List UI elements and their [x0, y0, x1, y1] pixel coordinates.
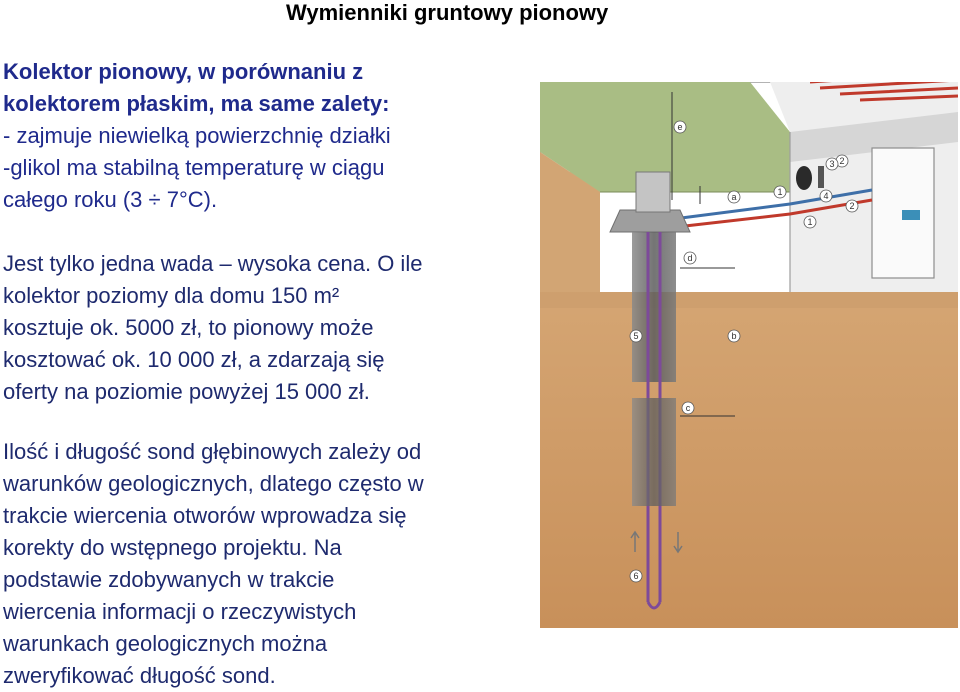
pump-fitting: [818, 166, 824, 188]
label-1b: 1: [803, 215, 817, 229]
borehole-cap: [635, 171, 671, 213]
label-1: 1: [773, 185, 787, 199]
svg-text:2: 2: [839, 156, 844, 166]
intro-block: Kolektor pionowy, w porównaniu z kolekto…: [3, 56, 538, 216]
intro-line-3: całego roku (3 ÷ 7°C).: [3, 187, 218, 212]
probe-line-4: korekty do wstępnego projektu. Na: [3, 535, 342, 560]
page-title: Wymienniki gruntowy pionowy: [286, 0, 609, 25]
label-c: c: [681, 401, 695, 415]
flow-up-arrow-icon: [630, 530, 640, 552]
probe-line-7: warunkach geologicznych można: [3, 631, 328, 656]
intro-heading-line-1: Kolektor pionowy, w porównaniu z: [3, 59, 364, 84]
probe-bottom-loop: [646, 601, 662, 610]
svg-text:a: a: [731, 192, 736, 202]
soil-body: [540, 172, 958, 628]
probe-lower-casing: [632, 398, 676, 506]
probe-line-8: zweryfikować długość sond.: [3, 663, 276, 688]
svg-text:3: 3: [829, 159, 834, 169]
label-b: b: [727, 329, 741, 343]
svg-text:d: d: [687, 253, 692, 263]
house-shelf: [790, 112, 958, 162]
soil-layer-line: [540, 292, 958, 308]
svg-text:4: 4: [823, 191, 828, 201]
svg-text:b: b: [731, 331, 736, 341]
probe-paragraph: Ilość i długość sond głębinowych zależy …: [3, 436, 538, 692]
svg-text:e: e: [677, 122, 682, 132]
svg-text:5: 5: [633, 331, 638, 341]
label-2: 2: [835, 154, 849, 168]
label-4: 4: [819, 189, 833, 203]
probe-line-5: podstawie zdobywanych w trakcie: [3, 567, 335, 592]
grass-surface: [540, 82, 790, 192]
label-a: a: [727, 190, 741, 204]
cost-paragraph: Jest tylko jedna wada – wysoka cena. O i…: [3, 248, 538, 408]
borehole-head: [609, 209, 691, 233]
svg-text:1: 1: [777, 187, 782, 197]
heat-pump-display: [902, 210, 920, 220]
soil-front-face: [540, 152, 600, 292]
label-6: 6: [629, 569, 643, 583]
cost-line-3: kosztuje ok. 5000 zł, to pionowy może: [3, 315, 374, 340]
floor-heating-pipes: [810, 82, 958, 102]
cost-line-2: kolektor poziomy dla domu 150 m²: [3, 283, 340, 308]
cost-line-5: oferty na poziomie powyżej 15 000 zł.: [3, 379, 370, 404]
svg-text:2: 2: [849, 201, 854, 211]
probe-line-6: wiercenia informacji o rzeczywistych: [3, 599, 357, 624]
svg-text:1: 1: [807, 217, 812, 227]
probe-line-2: warunków geologicznych, dlatego często w: [3, 471, 424, 496]
intro-line-1: - zajmuje niewielką powierzchnię działki: [3, 123, 391, 148]
probe-line-1: Ilość i długość sond głębinowych zależy …: [3, 439, 422, 464]
cost-line-4: kosztować ok. 10 000 zł, a zdarzają się: [3, 347, 385, 372]
label-5: 5: [629, 329, 643, 343]
label-2b: 2: [845, 199, 859, 213]
cost-line-1: Jest tylko jedna wada – wysoka cena. O i…: [3, 251, 423, 276]
expansion-vessel: [796, 166, 812, 190]
label-d: d: [683, 251, 697, 265]
return-pipe: [649, 198, 873, 232]
intro-line-2: -glikol ma stabilną temperaturę w ciągu: [3, 155, 385, 180]
supply-pipe: [649, 188, 873, 224]
flow-down-arrow-icon: [673, 532, 683, 554]
vertical-ground-exchanger-diagram: e a d b c 5 6 1 1 2 2 3 4: [540, 82, 958, 628]
svg-text:c: c: [686, 403, 691, 413]
label-e: e: [673, 120, 687, 134]
label-3: 3: [825, 157, 839, 171]
probe-upper-casing: [632, 232, 676, 382]
intro-heading-line-2: kolektorem płaskim, ma same zalety:: [3, 91, 390, 116]
probe-line-3: trakcie wiercenia otworów wprowadza się: [3, 503, 407, 528]
svg-text:6: 6: [633, 571, 638, 581]
